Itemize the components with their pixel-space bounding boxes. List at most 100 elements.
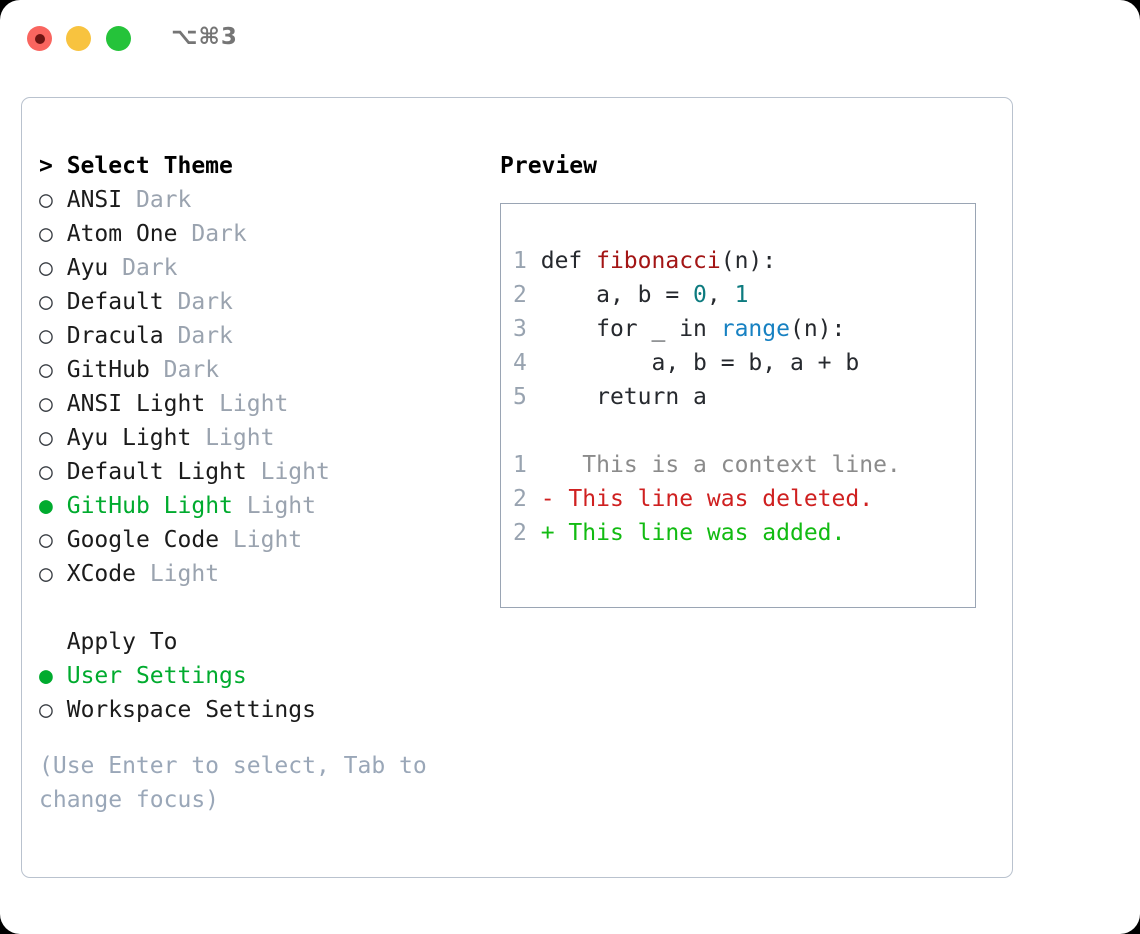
diff-text: This is a context line. [554, 452, 901, 478]
code-diff-gap [513, 414, 967, 448]
line-number: 2 [513, 520, 527, 546]
line-number: 1 [513, 248, 527, 274]
theme-name: Ayu [66, 255, 109, 281]
theme-name: GitHub Light [66, 493, 233, 519]
code-token: a, b = b, a + b [540, 350, 860, 376]
diff-sign: + [540, 520, 555, 546]
theme-list-item[interactable]: ● GitHub Light Light [39, 489, 489, 523]
theme-category: Light [149, 561, 220, 587]
list-spacer [39, 591, 489, 625]
theme-list-item[interactable]: ○ Default Dark [39, 285, 489, 319]
code-token: def [540, 248, 597, 274]
apply-to-label: User Settings [66, 663, 247, 689]
code-token: (n): [720, 248, 777, 274]
code-line: 4 a, b = b, a + b [513, 346, 967, 380]
theme-name: Ayu Light [66, 425, 192, 451]
radio-unselected-icon: ○ [39, 357, 53, 383]
radio-unselected-icon: ○ [39, 391, 53, 417]
code-token: return a [540, 384, 707, 410]
line-number: 2 [513, 282, 527, 308]
code-token: 0 [693, 282, 707, 308]
diff-line: 2 - This line was deleted. [513, 482, 967, 516]
theme-list: ○ ANSI Dark○ Atom One Dark○ Ayu Dark○ De… [39, 183, 489, 591]
code-token: for _ in [540, 316, 721, 342]
zoom-button[interactable] [106, 26, 131, 51]
apply-to-item[interactable]: ● User Settings [39, 659, 489, 693]
theme-list-item[interactable]: ○ Atom One Dark [39, 217, 489, 251]
code-token: fibonacci [596, 248, 721, 274]
theme-category: Light [246, 493, 316, 519]
recording-indicator-icon [34, 33, 45, 44]
radio-unselected-icon: ○ [39, 697, 53, 723]
radio-unselected-icon: ○ [39, 221, 53, 247]
theme-list-item[interactable]: ○ ANSI Dark [39, 183, 489, 217]
line-number: 1 [513, 452, 527, 478]
apply-to-item[interactable]: ○ Workspace Settings [39, 693, 489, 727]
theme-category: Dark [122, 255, 178, 281]
theme-name: Default Light [66, 459, 247, 485]
theme-name: Default [66, 289, 164, 315]
theme-list-item[interactable]: ○ Google Code Light [39, 523, 489, 557]
minimize-button[interactable] [66, 26, 91, 51]
theme-list-item[interactable]: ○ Default Light Light [39, 455, 489, 489]
line-number: 3 [513, 316, 527, 342]
theme-category: Light [232, 527, 303, 553]
code-line: 3 for _ in range(n): [513, 312, 967, 346]
diff-sample: 1 This is a context line. 2 - This line w… [513, 448, 967, 550]
diff-line: 2 + This line was added. [513, 516, 967, 550]
theme-category: Light [219, 391, 289, 417]
theme-name: ANSI [66, 187, 123, 213]
theme-category: Light [205, 425, 275, 451]
theme-name: Atom One [66, 221, 178, 247]
theme-name: XCode [66, 561, 136, 587]
code-token: 1 [734, 282, 749, 308]
radio-unselected-icon: ○ [39, 527, 53, 553]
line-number: 5 [513, 384, 527, 410]
theme-category: Dark [177, 323, 233, 349]
theme-name: GitHub [66, 357, 150, 383]
line-number: 4 [513, 350, 527, 376]
code-line: 1 def fibonacci(n): [513, 244, 967, 278]
theme-list-item[interactable]: ○ GitHub Dark [39, 353, 489, 387]
code-token: , [706, 282, 735, 308]
diff-text: This line was added. [554, 520, 846, 546]
theme-list-item[interactable]: ○ Ayu Light Light [39, 421, 489, 455]
line-number: 2 [513, 486, 527, 512]
theme-list-column: > Select Theme ○ ANSI Dark○ Atom One Dar… [39, 149, 489, 817]
radio-unselected-icon: ○ [39, 289, 53, 315]
select-theme-heading: > Select Theme [39, 153, 233, 179]
keyboard-hint-text: (Use Enter to select, Tab to change focu… [39, 753, 427, 813]
code-line: 5 return a [513, 380, 967, 414]
theme-category: Dark [191, 221, 247, 247]
preview-column: Preview 1 def fibonacci(n):2 a, b = 0, 1… [500, 149, 1000, 608]
radio-unselected-icon: ○ [39, 323, 53, 349]
theme-list-item[interactable]: ○ ANSI Light Light [39, 387, 489, 421]
code-token: a, b = [540, 282, 694, 308]
keyboard-shortcut-label: ⌥⌘3 [171, 24, 238, 50]
apply-to-heading: > Apply To [66, 629, 178, 655]
diff-text: This line was deleted. [554, 486, 874, 512]
apply-to-list: ● User Settings○ Workspace Settings [39, 659, 489, 727]
code-line: 2 a, b = 0, 1 [513, 278, 967, 312]
theme-selector-panel: > Select Theme ○ ANSI Dark○ Atom One Dar… [21, 97, 1013, 878]
apply-to-label: Workspace Settings [66, 697, 316, 723]
theme-category: Dark [135, 187, 192, 213]
radio-selected-icon: ● [39, 493, 53, 519]
theme-name: Dracula [66, 323, 164, 349]
theme-category: Light [260, 459, 330, 485]
diff-sign: - [540, 486, 555, 512]
code-token: (n): [789, 316, 846, 342]
radio-unselected-icon: ○ [39, 561, 53, 587]
code-token: range [720, 316, 790, 342]
theme-list-item[interactable]: ○ XCode Light [39, 557, 489, 591]
theme-name: Google Code [66, 527, 220, 553]
radio-selected-icon: ● [39, 663, 53, 689]
theme-list-item[interactable]: ○ Dracula Dark [39, 319, 489, 353]
radio-unselected-icon: ○ [39, 255, 53, 281]
theme-list-item[interactable]: ○ Ayu Dark [39, 251, 489, 285]
preview-heading: Preview [500, 153, 597, 179]
